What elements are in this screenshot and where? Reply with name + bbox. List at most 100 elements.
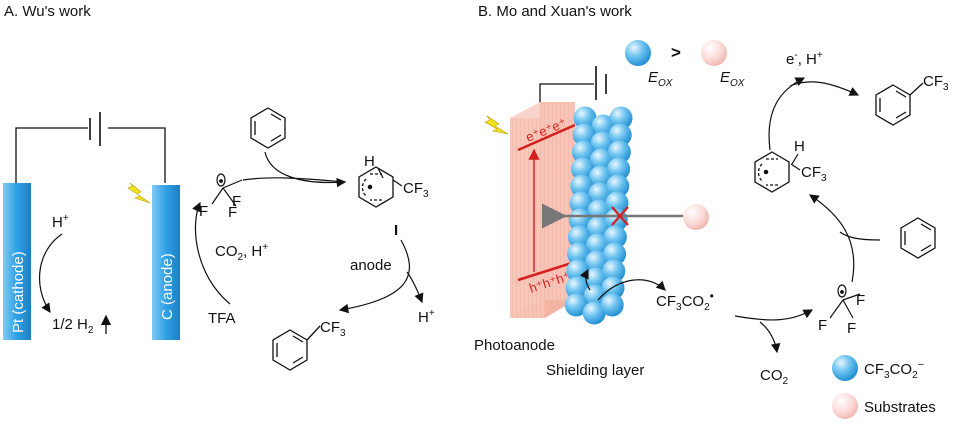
h-plus-out: H+ <box>418 308 435 326</box>
radical-merge-arrow <box>242 177 346 183</box>
shielding-sphere <box>586 216 610 240</box>
lightning-icon <box>484 115 509 135</box>
product-cf3-b: CF3 <box>923 73 949 93</box>
eox-right: EOX <box>720 69 745 89</box>
shielding-sphere <box>591 114 615 138</box>
cyclohexadienyl-radical-a <box>358 166 394 208</box>
radical-f-b1: F <box>818 317 827 334</box>
anode-electrode: C (anode) <box>152 185 180 340</box>
hole-transfer-arrow <box>597 279 666 301</box>
shielding-sphere <box>601 276 625 300</box>
h-bond <box>377 167 384 179</box>
eox-left: EOX <box>648 69 673 89</box>
shielding-sphere <box>600 293 624 317</box>
legend-anion-label: CF3CO2− <box>864 359 924 381</box>
deprotonation-arrow <box>406 271 424 304</box>
benzene-b <box>900 217 936 259</box>
benzene-a <box>250 107 286 149</box>
tfa-label: TFA <box>208 310 236 327</box>
cf3-radical-b <box>829 284 861 319</box>
shielding-sphere <box>569 191 593 215</box>
shielding-sphere <box>608 123 632 147</box>
shielding-sphere <box>568 208 592 232</box>
benzene-merge-arrow <box>839 231 881 241</box>
shielding-sphere <box>585 233 609 257</box>
shielding-sphere <box>564 293 588 317</box>
oxidation-arrow <box>338 239 410 314</box>
shielding-sphere <box>582 301 606 325</box>
greater-than: > <box>671 43 681 62</box>
product-benzotrifluoride-a <box>272 325 321 371</box>
shielding-sphere <box>589 148 613 172</box>
shielding-sphere <box>602 259 626 283</box>
blocked-cross-icon <box>611 206 629 226</box>
radical-f-b2: F <box>847 320 856 337</box>
shielding-sphere <box>603 225 627 249</box>
cathode-electrode: Pt (cathode) <box>3 183 31 340</box>
cyclohexadienyl-radical-b <box>754 151 790 193</box>
tfa-oxidation-arrow <box>192 201 231 305</box>
co2-label: CO2 <box>760 367 789 387</box>
substrate-sphere-eox <box>701 40 727 66</box>
e-h-label: e-, H+ <box>786 50 823 68</box>
panel-a-title: A. Wu's work <box>4 3 91 20</box>
shielding-sphere <box>584 267 608 291</box>
cf3-bond-b <box>790 163 801 171</box>
shielding-sphere <box>570 174 594 198</box>
shielding-sphere <box>585 250 609 274</box>
shielding-sphere <box>583 284 607 308</box>
circuit-wire <box>15 112 166 183</box>
shielding-sphere <box>606 174 630 198</box>
anode-step-label: anode <box>350 257 392 274</box>
oxidation-arrow-b <box>768 77 806 151</box>
shielding-sphere <box>589 165 613 189</box>
shielding-label: Shielding layer <box>546 362 644 379</box>
addition-arrow <box>264 151 347 188</box>
intermediate-cf3-b: CF3 <box>801 164 827 184</box>
intermediate-h-b: H <box>794 138 805 155</box>
radical-f-1: F <box>199 203 208 220</box>
hole-to-anion-arrow <box>579 268 591 291</box>
radical-f-b3: F <box>856 292 865 309</box>
shielding-sphere <box>571 157 595 181</box>
shielding-sphere <box>571 140 595 164</box>
shielding-sphere <box>590 131 614 155</box>
decarboxylation-arrow <box>734 309 814 321</box>
shielding-sphere <box>607 140 631 164</box>
radical-f-3: F <box>232 193 241 210</box>
anode-label: C (anode) <box>159 253 176 320</box>
cf3-bond <box>392 179 403 187</box>
intermediate-label: I <box>394 222 398 239</box>
product-benzotrifluoride-b <box>875 82 924 126</box>
intermediate-cf3: CF3 <box>403 180 429 200</box>
cf3-radical-a <box>211 173 243 207</box>
photoanode-wire <box>539 66 607 106</box>
shielding-sphere <box>605 191 629 215</box>
shielding-sphere <box>603 242 627 266</box>
legend-anion-sphere <box>832 355 858 381</box>
cathode-h-plus: H+ <box>52 213 69 231</box>
shielding-sphere <box>607 157 631 181</box>
cf3co2-radical: CF3CO2• <box>656 289 714 313</box>
addition-arrow-b <box>809 194 855 283</box>
legend-substrate-sphere <box>832 393 858 419</box>
co2-h-byproduct: CO2, H+ <box>215 242 268 263</box>
shielding-sphere <box>572 123 596 147</box>
anion-sphere-eox <box>625 40 651 66</box>
shielding-sphere <box>573 106 597 130</box>
radical-f-2: F <box>228 204 237 221</box>
legend-substrates-label: Substrates <box>864 399 936 416</box>
shielding-sphere <box>567 242 591 266</box>
panel-b-title: B. Mo and Xuan's work <box>478 3 632 20</box>
substrate-sphere <box>683 204 709 230</box>
h-bond-b <box>791 153 799 165</box>
cathode-label: Pt (cathode) <box>10 251 27 333</box>
shielding-sphere <box>588 182 612 206</box>
shielding-sphere <box>565 276 589 300</box>
lightning-icon <box>127 182 151 204</box>
shielding-sphere <box>609 106 633 130</box>
photoanode-label: Photoanode <box>474 337 555 354</box>
cathode-arrow <box>38 233 63 313</box>
product-cf3-a: CF3 <box>320 319 346 339</box>
